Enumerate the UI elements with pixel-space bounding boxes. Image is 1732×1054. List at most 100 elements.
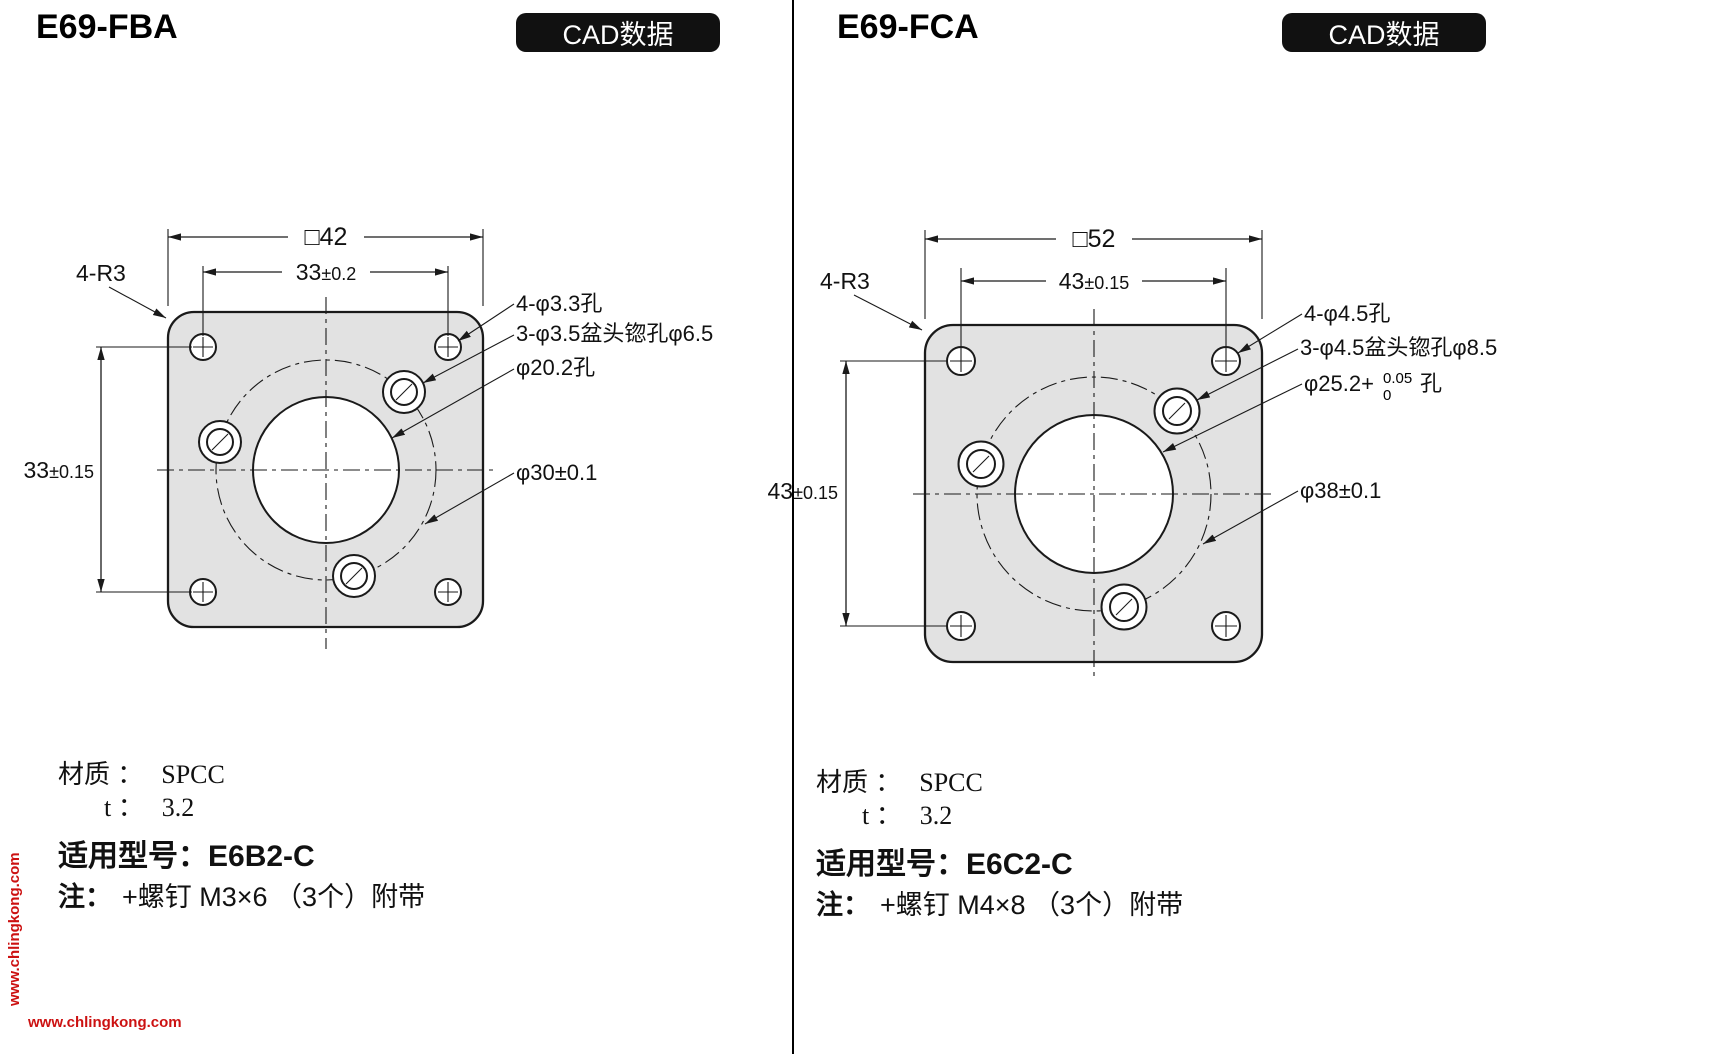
dim-value: 43 [767,478,793,504]
leader-line [422,334,515,384]
technical-drawing-e69-fca: □52 43±0.15 43±0.15 4-R3 [767,225,1497,681]
countersunk-holes-text: 3-φ3.5盆头锪孔φ6.5 [516,321,713,346]
thickness-row: t ： 3.2 [816,799,1183,832]
note-label: 注： [58,882,112,912]
dim-pitch-v-text: 33±0.15 [23,457,94,483]
label-countersunk-holes: 3-φ3.5盆头锪孔φ6.5 [422,321,713,384]
spec-block: 材质 ： SPCC t ： 3.2 适用型号：E6C2-C 注： +螺钉 M4×8 （… [816,766,1183,924]
label-corner-holes: 4-φ4.5孔 [1237,301,1390,354]
dim-hole-pitch-vertical: 43±0.15 [767,360,947,627]
center-mark [972,455,990,473]
dim-pitch-h-text: 43±0.15 [1059,268,1130,294]
center-mark [1168,402,1186,420]
note-row: 注： +螺钉 M3×6 （3个）附带 [58,878,425,916]
center-mark [395,383,413,401]
leader-line [457,303,515,342]
cad-data-button[interactable]: CAD数据 [1282,13,1486,52]
bolt-circle [976,376,1212,612]
leader-line [853,294,923,331]
material-value: SPCC [919,768,983,797]
corner-holes-text: 4-φ3.3孔 [516,291,602,316]
dim-hole-pitch-horizontal: 33±0.2 [202,259,449,336]
watermark: www.chlingkong.com [28,1014,182,1031]
thickness-label: t ： [862,801,902,830]
panel-e69-fba: E69-FBA CAD数据 材质 ：SPCC t ：3.2 适用型号：E6B2-… [0,0,792,1054]
material-label: 材质 ： [816,767,902,797]
corner-hole [1211,346,1241,376]
panel-divider [792,0,794,1054]
corner-radius-text: 4-R3 [820,268,870,294]
countersunk-hole [332,554,376,598]
note-value: +螺钉 M4×8 （3个）附带 [880,890,1184,920]
material-value: SPCC [161,760,225,789]
countersunk-hole [198,420,242,464]
leader-line [108,286,167,319]
model-row: 适用型号：E6B2-C [58,836,425,878]
label-center-hole: φ20.2孔 [391,355,595,439]
panel-e69-fca: E69-FCA CAD数据 材质 ： SPCC t ： 3.2 适用型号：E6C2-… [794,0,1732,1054]
dim-hole-pitch-horizontal: 43±0.15 [960,268,1227,350]
cad-data-button[interactable]: CAD数据 [516,13,720,52]
countersunk-hole [382,370,426,414]
label-corner-radius: 4-R3 [820,268,923,331]
corner-holes-text: 4-φ4.5孔 [1304,301,1390,326]
note-row: 注： +螺钉 M4×8 （3个）附带 [816,886,1183,924]
dim-outer-width-text: □52 [1073,225,1116,253]
center-hole-text: φ20.2孔 [516,355,595,380]
dim-value: 33 [296,259,322,285]
countersunk-hole [1153,387,1201,435]
label-center-hole: φ25.2+ 0.05 0 孔 [1162,370,1442,453]
dim-outer-width: □52 [924,225,1263,319]
note-label: 注： [816,890,870,920]
spec-block: 材质 ：SPCC t ：3.2 适用型号：E6B2-C 注： +螺钉 M3×6 （… [58,758,425,916]
bolt-circle-text: φ30±0.1 [516,460,597,485]
leader-line [1237,313,1303,354]
countersunk-hole [1100,583,1148,631]
model-title: E69-FBA [36,8,178,46]
corner-hole [434,578,462,606]
material-row: 材质 ：SPCC [58,758,425,791]
countersunk-holes-text: 3-φ4.5盆头锪孔φ8.5 [1300,335,1497,360]
label-bolt-circle: φ38±0.1 [1202,478,1381,545]
label-countersunk-holes: 3-φ4.5盆头锪孔φ8.5 [1196,335,1497,401]
technical-drawing-e69-fba: □42 33±0.2 33±0.15 4-R3 [23,223,713,649]
model-label: 适用型号： [816,848,966,881]
label-corner-holes: 4-φ3.3孔 [457,291,602,342]
dim-value: 43 [1059,268,1085,294]
countersunk-hole [957,440,1005,488]
leader-line [424,472,515,525]
leader-line [1196,348,1299,401]
dim-value: 33 [23,457,49,483]
thickness-value: 3.2 [919,801,953,830]
material-row: 材质 ： SPCC [816,766,1183,799]
model-title: E69-FCA [837,8,979,46]
center-mark [1115,598,1133,616]
label-bolt-circle: φ30±0.1 [424,460,597,525]
dim-tolerance: ±0.2 [321,264,356,284]
center-hole-text-suffix: 孔 [1420,371,1442,396]
dim-tolerance: ±0.15 [793,483,838,503]
leader-line [1202,490,1299,545]
dim-tolerance: ±0.15 [49,462,94,482]
model-value: E6C2-C [966,848,1073,881]
model-row: 适用型号：E6C2-C [816,844,1183,886]
center-mark [211,433,229,451]
thickness-row: t ：3.2 [58,791,425,824]
watermark: www.chlingkong.com [6,852,23,1006]
thickness-value: 3.2 [161,793,195,822]
bolt-circle [215,359,437,581]
bolt-circle-text: φ38±0.1 [1300,478,1381,503]
dim-outer-width: □42 [167,223,484,306]
note-value: +螺钉 M3×6 （3个）附带 [122,882,426,912]
leader-line [391,368,515,439]
center-hole-text: φ25.2+ [1304,371,1374,396]
corner-hole [1211,611,1241,641]
center-hole-tolerance-upper: 0.05 [1383,370,1412,387]
leader-line [1162,383,1303,453]
model-label: 适用型号： [58,840,208,873]
dim-outer-width-text: □42 [305,223,348,251]
label-corner-radius: 4-R3 [76,260,167,319]
dim-hole-pitch-vertical: 33±0.15 [23,346,192,593]
